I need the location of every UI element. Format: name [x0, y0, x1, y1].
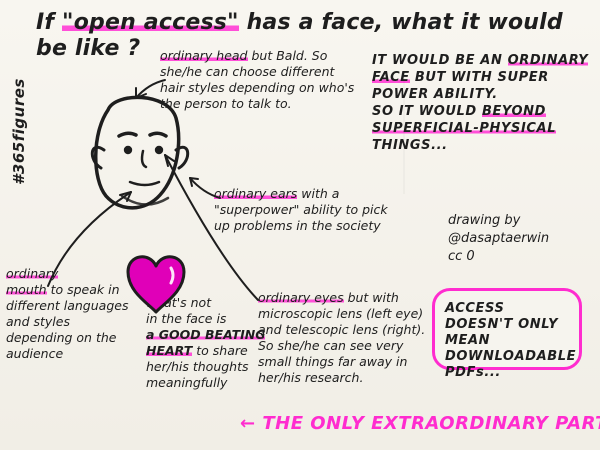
note-ears: ordinary ears with a "superpower" abilit… — [214, 186, 404, 234]
right-line2b: BUT WITH SUPER — [414, 70, 549, 85]
right-highlight-1: ORDINARY — [507, 53, 589, 68]
note-head-highlight: ordinary head — [160, 48, 248, 63]
right-line4a: SO IT WOULD — [372, 104, 477, 119]
right-highlight-3: SUPERFICIAL-PHYSICAL — [372, 121, 557, 136]
title-prefix: If — [36, 10, 55, 35]
note-heart: what's not in the face is a GOOD BEATING… — [146, 295, 266, 391]
note-mouth-highlight-2: mouth — [6, 282, 47, 297]
note-heart-text: to share her/his thoughts meaningfully — [146, 343, 249, 390]
right-line2a: FACE — [372, 70, 410, 85]
callout-text: ACCESS DOESN'T ONLY MEAN DOWNLOADABLE PD… — [445, 301, 577, 380]
callout-box: ACCESS DOESN'T ONLY MEAN DOWNLOADABLE PD… — [432, 288, 582, 380]
footer-text: THE ONLY EXTRAORDINARY PART — [262, 413, 600, 434]
note-eyes-text: but with microscopic lens (left eye) and… — [258, 290, 426, 385]
right-highlight-2: BEYOND — [481, 104, 546, 119]
credit-line1: drawing by — [448, 213, 521, 228]
note-mouth-highlight-1: ordinary — [6, 266, 59, 281]
right-line5: THINGS... — [372, 138, 448, 153]
page-title: If "open access" has a face, what it wou… — [36, 10, 596, 62]
note-head-text: but Bald. So she/he can choose different… — [160, 48, 355, 111]
footer-arrow-icon: ← — [240, 413, 256, 434]
note-eyes: ordinary eyes but with microscopic lens … — [258, 290, 436, 386]
face-icon — [90, 95, 190, 210]
note-heart-line2: in the face is — [146, 311, 227, 326]
note-ears-highlight: ordinary ears — [214, 186, 298, 201]
note-head: ordinary head but Bald. So she/he can ch… — [160, 48, 360, 112]
note-eyes-highlight: ordinary eyes — [258, 290, 344, 305]
title-suffix: has a face, what it would be like ? — [36, 10, 563, 61]
right-block: IT WOULD BE AN ORDINARY FACE BUT WITH SU… — [372, 52, 592, 154]
credit: drawing by @dasaptaerwin cc 0 — [448, 212, 588, 266]
right-line3: POWER ABILITY. — [372, 87, 498, 102]
side-tag: #365figures — [10, 78, 28, 185]
right-line1: IT WOULD BE AN — [372, 53, 503, 68]
credit-line3: cc 0 — [448, 249, 475, 264]
note-heart-line1: what's not — [146, 295, 212, 310]
title-highlight: "open access" — [62, 10, 239, 35]
credit-line2: @dasaptaerwin — [448, 231, 550, 246]
footer: ← THE ONLY EXTRAORDINARY PART — [240, 413, 600, 434]
note-mouth: ordinary mouth to speak in different lan… — [6, 266, 132, 362]
